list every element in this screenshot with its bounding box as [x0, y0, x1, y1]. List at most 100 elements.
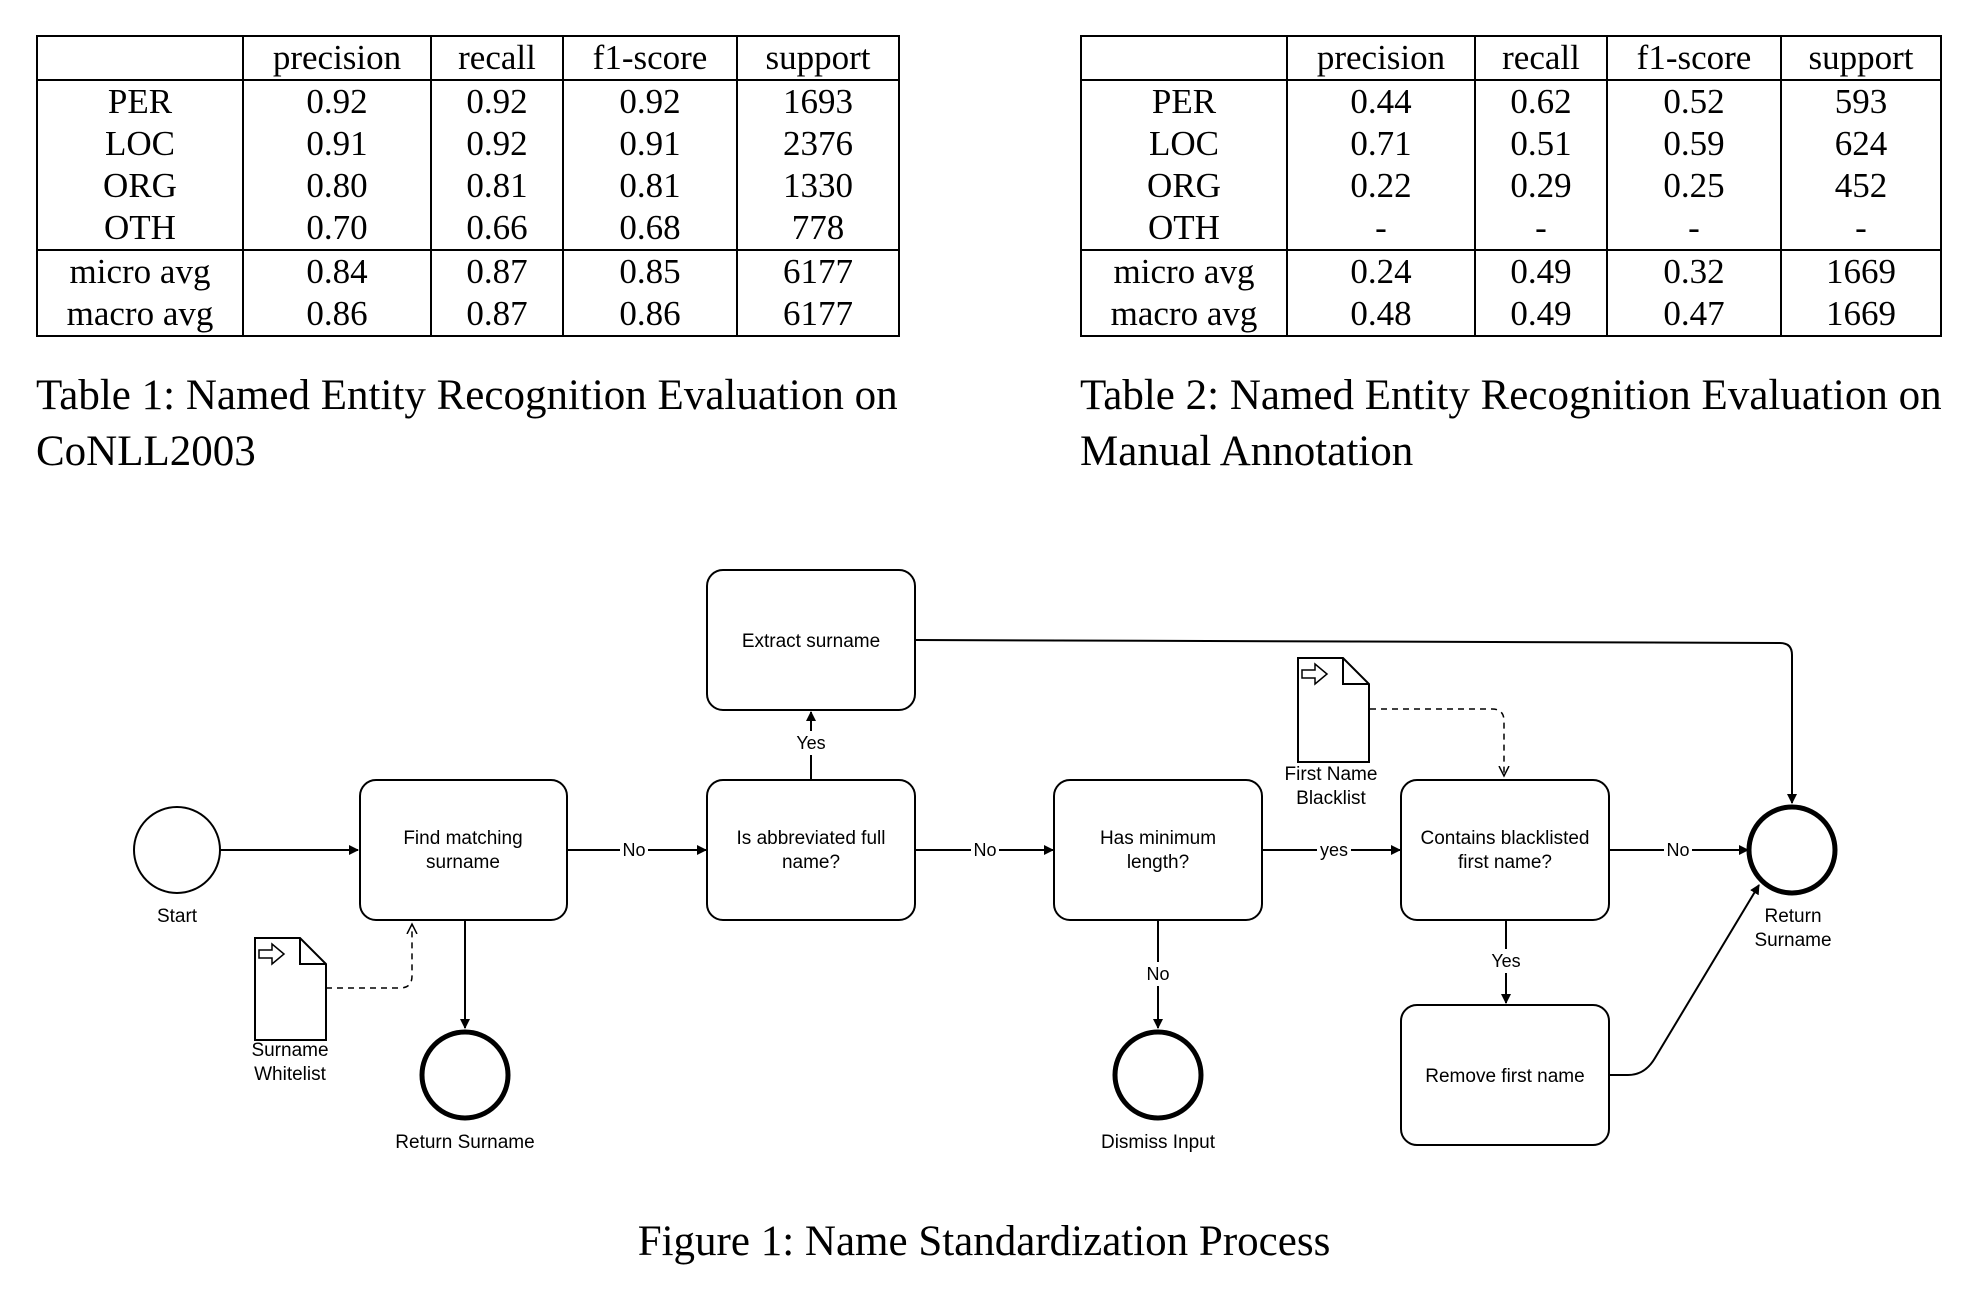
cell: 778	[736, 207, 900, 250]
header-recall: recall	[430, 35, 564, 81]
table-row: PER 0.92 0.92 0.92 1693	[36, 80, 900, 123]
cell: 1693	[736, 80, 900, 123]
start-event	[133, 806, 221, 894]
row-label: OTH	[36, 207, 244, 250]
data-object-label: Blacklist	[1296, 788, 1366, 809]
table-row: LOC 0.71 0.51 0.59 624	[1080, 123, 1942, 165]
event-label: Dismiss Input	[1101, 1132, 1216, 1153]
cell: 0.25	[1606, 165, 1782, 207]
task-label: first name?	[1458, 852, 1552, 873]
header-precision: precision	[242, 35, 432, 81]
ner-table-manual-annotation: precision recall f1-score support PER 0.…	[1080, 35, 1942, 337]
cell: 0.92	[430, 123, 564, 165]
task-label: Is abbreviated full	[737, 828, 886, 849]
row-label: LOC	[36, 123, 244, 165]
edge-label-abbrev-minlen: No	[973, 840, 996, 860]
cell: -	[1474, 207, 1608, 250]
edge-remove-return	[1609, 884, 1760, 1076]
row-label: LOC	[1080, 123, 1288, 165]
table-row: ORG 0.80 0.81 0.81 1330	[36, 165, 900, 207]
cell: 6177	[736, 249, 900, 293]
edge-label-find-abbrev: No	[622, 840, 645, 860]
cell: -	[1780, 207, 1942, 250]
cell: 0.92	[242, 80, 432, 123]
header-support: support	[736, 35, 900, 81]
cell: 0.85	[562, 249, 738, 293]
edge-label-contains-remove: Yes	[1491, 951, 1520, 971]
return-surname-end-event-left	[419, 1029, 511, 1121]
event-label: Return	[1764, 906, 1821, 927]
table2-caption: Table 2: Named Entity Recognition Evalua…	[1080, 372, 1942, 475]
cell: 0.49	[1474, 293, 1608, 337]
cell: 0.59	[1606, 123, 1782, 165]
task-label: length?	[1127, 852, 1189, 873]
cell: 1669	[1780, 293, 1942, 337]
row-label: micro avg	[36, 249, 244, 293]
table-row: micro avg 0.84 0.87 0.85 6177	[36, 249, 900, 293]
cell: 0.51	[1474, 123, 1608, 165]
row-label: micro avg	[1080, 249, 1288, 293]
cell: 0.80	[242, 165, 432, 207]
event-label: Start	[157, 906, 198, 927]
row-label: macro avg	[1080, 293, 1288, 337]
cell: 0.44	[1286, 80, 1476, 123]
edge-label-abbrev-extract: Yes	[796, 733, 825, 753]
cell: 0.87	[430, 293, 564, 337]
row-label: ORG	[36, 165, 244, 207]
cell: 0.84	[242, 249, 432, 293]
cell: 0.91	[242, 123, 432, 165]
table-row: OTH 0.70 0.66 0.68 778	[36, 207, 900, 250]
row-label: macro avg	[36, 293, 244, 337]
return-surname-end-event-right	[1746, 804, 1838, 896]
cell: 0.68	[562, 207, 738, 250]
cell: 0.87	[430, 249, 564, 293]
header-precision: precision	[1286, 35, 1476, 81]
task-label: Remove first name	[1425, 1066, 1584, 1087]
cell: 593	[1780, 80, 1942, 123]
table-row: micro avg 0.24 0.49 0.32 1669	[1080, 249, 1942, 293]
cell: 2376	[736, 123, 900, 165]
row-label: PER	[36, 80, 244, 123]
edge-extract-return	[914, 639, 1797, 804]
header-support: support	[1780, 35, 1942, 81]
table-row: LOC 0.91 0.92 0.91 2376	[36, 123, 900, 165]
table-row: ORG 0.22 0.29 0.25 452	[1080, 165, 1942, 207]
cell: 0.92	[430, 80, 564, 123]
edge-label-minlen-dismiss: No	[1146, 964, 1169, 984]
cell: 0.24	[1286, 249, 1476, 293]
row-label: PER	[1080, 80, 1288, 123]
task-extract-surname	[706, 569, 916, 711]
cell: 0.71	[1286, 123, 1476, 165]
cell: 0.22	[1286, 165, 1476, 207]
task-remove-first-name	[1400, 1004, 1610, 1146]
task-label: name?	[782, 852, 840, 873]
task-label: Find matching	[403, 828, 522, 849]
task-label: surname	[426, 852, 500, 873]
event-label: Return Surname	[395, 1132, 534, 1153]
edge-blacklist-contains	[1370, 708, 1504, 776]
cell: 0.86	[242, 293, 432, 337]
cell: 0.32	[1606, 249, 1782, 293]
table-row: OTH - - - -	[1080, 207, 1942, 250]
cell: 0.66	[430, 207, 564, 250]
table-row: PER 0.44 0.62 0.52 593	[1080, 80, 1942, 123]
cell: 452	[1780, 165, 1942, 207]
cell: 0.47	[1606, 293, 1782, 337]
table-row: macro avg 0.48 0.49 0.47 1669	[1080, 293, 1942, 337]
header-f1-score: f1-score	[1606, 35, 1782, 81]
surname-whitelist-data-object	[254, 937, 327, 1041]
edge-whitelist-find	[326, 924, 412, 989]
row-label: ORG	[1080, 165, 1288, 207]
header-empty	[36, 35, 244, 81]
cell: 0.86	[562, 293, 738, 337]
task-is-abbreviated	[706, 779, 916, 921]
arrow-icon	[258, 942, 286, 966]
cell: 0.81	[562, 165, 738, 207]
event-label: Surname	[1754, 930, 1831, 951]
cell: 1669	[1780, 249, 1942, 293]
task-has-min-length	[1053, 779, 1263, 921]
data-object-label: Whitelist	[254, 1064, 327, 1085]
cell: -	[1606, 207, 1782, 250]
cell: 0.29	[1474, 165, 1608, 207]
header-recall: recall	[1474, 35, 1608, 81]
